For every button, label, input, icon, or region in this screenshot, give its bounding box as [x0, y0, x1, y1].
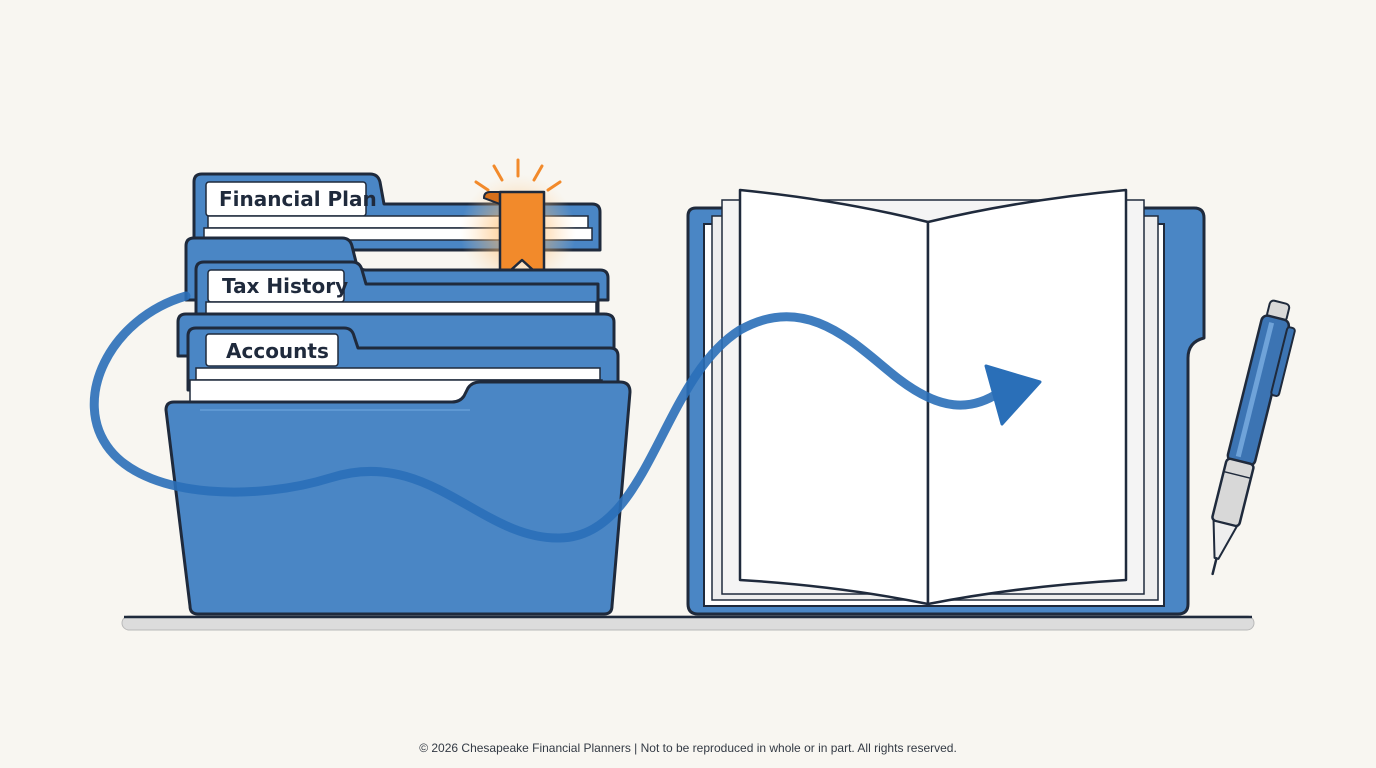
tab-label-accounts: Accounts: [226, 339, 329, 363]
tab-label-financial-plan: Financial Plan: [219, 187, 377, 211]
pen-icon: [1211, 299, 1296, 576]
folder-icon: Tax History: [184, 236, 610, 322]
copyright-footer: © 2026 Chesapeake Financial Planners | N…: [419, 741, 957, 755]
open-book-icon: [686, 188, 1206, 616]
tab-label-tax-history: Tax History: [222, 274, 348, 298]
bookmark-icon: [460, 158, 576, 290]
folder-icon: [164, 380, 632, 616]
curved-arrow-icon: [89, 291, 1042, 543]
folder-stack: Financial Plan Tax History: [164, 158, 632, 616]
